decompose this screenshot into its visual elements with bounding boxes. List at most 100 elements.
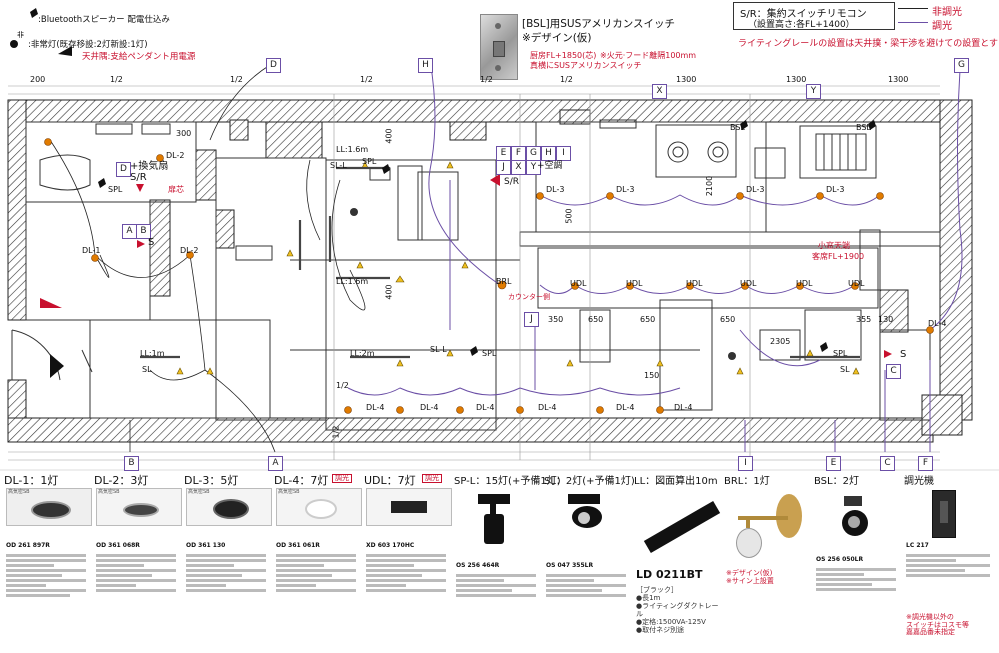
fan-label: +換気扇 — [130, 161, 169, 172]
fixture-label: DL-3 — [826, 185, 845, 194]
dim-label: 1300 — [888, 75, 909, 84]
rail-spec-line: ●定格:1500VA-125V — [636, 618, 706, 627]
switch-title: [BSL]用SUSアメリカンスイッチ — [522, 18, 676, 30]
dim-label: 300 — [176, 129, 192, 138]
sl-l-fixture — [566, 359, 574, 367]
card-brand: 高気密SB — [188, 489, 210, 495]
dimension-lines — [8, 85, 940, 461]
sign-efghi: E F G H I — [496, 146, 571, 161]
dim-label: 650 — [720, 315, 736, 324]
product-image — [726, 490, 810, 566]
marker-y: Y — [806, 84, 821, 99]
sign-jxy: J X Y — [496, 160, 541, 175]
lighting-rails — [140, 166, 860, 359]
fixture-label: UDL — [848, 279, 865, 288]
fixture-label: BSL — [730, 123, 745, 132]
dl-4-fixture — [396, 406, 404, 414]
product-card-dimmer: 調光機 LC 217 ※調光機以外の スイッチはコスモ等 嘉嘉品番未指定 — [904, 476, 994, 648]
udl-fixture — [851, 282, 859, 290]
spec-block — [6, 552, 86, 599]
product-image — [456, 488, 540, 552]
spotlights — [176, 161, 860, 375]
card-title: BSL：2灯 — [814, 476, 859, 487]
door-center-label: 扉芯 — [168, 185, 184, 194]
legend-emergency: :非常灯(既存移設:2灯新設:1灯) — [28, 40, 148, 50]
card-title: DL-3：5灯 — [184, 474, 239, 487]
dl-4-fixture — [456, 406, 464, 414]
card-brand: 高気密SB — [98, 489, 120, 495]
fixture-label: SPL — [362, 157, 377, 166]
dl-3-fixture — [816, 192, 824, 200]
fixture-label: UDL — [740, 279, 757, 288]
sign-g: G — [526, 146, 541, 161]
dl-4-fixture — [596, 406, 604, 414]
spec-block — [96, 552, 176, 594]
sl-l-fixture — [446, 161, 454, 169]
dim-label: 1300 — [786, 75, 807, 84]
udl-fixture — [686, 282, 694, 290]
remote-legend-box — [733, 2, 895, 30]
product-card-bsl: BSL：2灯 OS 256 050LR — [814, 476, 900, 648]
remote-height: （設置高さ:各FL+1400） — [748, 20, 855, 30]
marker-h: H — [418, 58, 433, 73]
udl-fixture — [741, 282, 749, 290]
spec-block — [816, 566, 896, 593]
spec-block — [366, 552, 446, 594]
card-title: 調光機 — [904, 476, 934, 487]
udl-fixture — [796, 282, 804, 290]
card-title: LL：図面算出10m — [634, 476, 718, 487]
product-card-dl-3: DL-3：5灯 高気密SB OD 361 130 — [184, 474, 272, 648]
ceiling-pendant-note: 天井隅:支給ペンダント用電源 — [82, 52, 196, 62]
dim-label: 1/2 — [336, 381, 349, 390]
sl-l-fixture — [395, 275, 405, 283]
counter-side-label: カウンター側 — [508, 293, 550, 301]
card-code: XD 603 170HC — [366, 542, 415, 549]
card-code: LC 217 — [906, 542, 929, 549]
dim-label: 400 — [384, 128, 394, 144]
fixture-label: DL-4 — [616, 403, 635, 412]
dim-label: 650 — [640, 315, 656, 324]
sign-x: X — [511, 160, 526, 175]
dim-label: 130 — [878, 315, 894, 324]
downlights — [44, 138, 934, 414]
hood-clearance-note: ※火元·フード離隔100mm — [600, 51, 697, 60]
dl-2-fixture — [44, 138, 52, 146]
fixture-label: DL-4 — [674, 403, 693, 412]
product-image — [546, 488, 630, 552]
product-card-sl: SL：2灯(+予備1灯) OS 047 355LR — [544, 476, 635, 648]
fixture-label: DL-2 — [166, 151, 185, 160]
marker-e: E — [826, 456, 841, 471]
marker-d: D — [266, 58, 281, 73]
fixture-label: DL-3 — [746, 185, 765, 194]
dim-label: 1/2 — [110, 75, 123, 84]
fixture-label: DL-4 — [928, 319, 947, 328]
sl-l-fixture — [396, 359, 404, 367]
marker-d-plan: D — [116, 162, 131, 177]
dl-2-fixture — [156, 154, 164, 162]
dl-4-fixture — [656, 406, 664, 414]
product-image — [366, 488, 452, 526]
product-card-udl: UDL：7灯 調光 XD 603 170HC — [364, 474, 452, 648]
marker-c: C — [886, 364, 901, 379]
marker-g: G — [954, 58, 969, 73]
card-note: ※調光機以外の スイッチはコスモ等 嘉嘉品番未指定 — [906, 613, 969, 637]
non-dimming-circuits — [49, 64, 366, 453]
product-card-dl-1: DL-1：1灯 高気密SB OD 261 897R — [4, 474, 92, 648]
fixture-label: DL-4 — [538, 403, 557, 412]
marker-a-bottom: A — [268, 456, 283, 471]
rail-spec: ［ブラック］ ●長1m ●ライティングダクトレール ●定格:1500VA-125… — [636, 586, 722, 634]
rail-note: ライティングレールの設置は天井撲・梁干渉を避けての設置とする — [738, 39, 999, 49]
dim-label: 500 — [564, 208, 574, 224]
dimming-badge: 調光 — [332, 474, 352, 483]
card-code: OS 256 050LR — [816, 556, 864, 563]
fixture-label: SPL — [833, 349, 848, 358]
kitchen-height-note: 厨房FL+1850(芯) — [530, 51, 597, 60]
product-image — [186, 488, 272, 526]
sl-l-fixture — [446, 349, 454, 357]
fixture-label: DL-4 — [476, 403, 495, 412]
hood-switch-note: 真横にSUSアメリカンスイッチ — [530, 61, 642, 70]
switch-remote-markers — [40, 174, 892, 358]
interior-lines — [11, 119, 941, 431]
window-ceiling-note: 小窓天端 — [818, 241, 850, 250]
